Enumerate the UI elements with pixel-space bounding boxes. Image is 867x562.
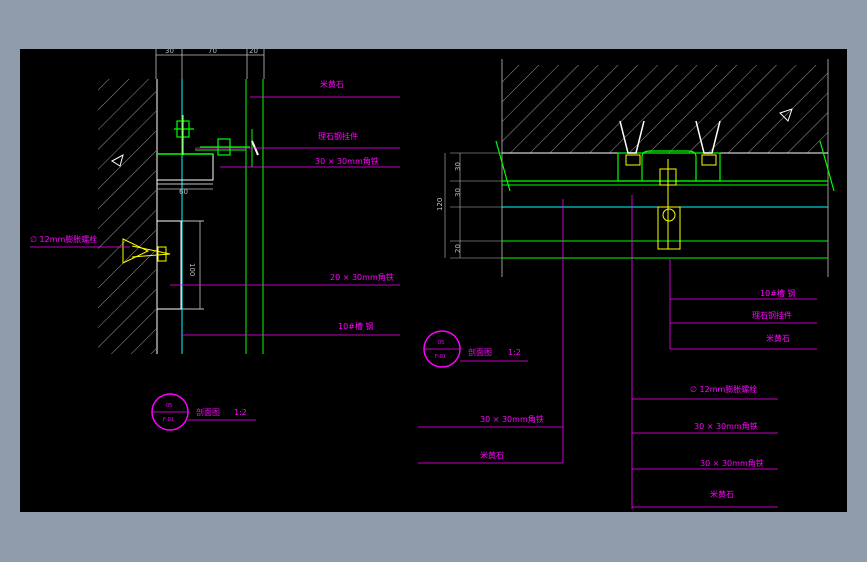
dim-70: 70: [208, 49, 217, 55]
svg-text:剖面图: 剖面图: [468, 347, 492, 357]
label-marble: 米黄石: [320, 79, 344, 89]
cad-drawing: 30 70 20 60 100: [30, 49, 835, 509]
svg-text:F-01: F-01: [163, 417, 174, 423]
dim-30: 30: [165, 49, 174, 55]
dim-r-30b: 30: [454, 188, 462, 197]
ceiling-arrow-icon: [779, 108, 793, 122]
section-marker-right: 05 F-01 剖面图 1:2: [423, 330, 528, 368]
label-r-angle-2: 30 × 30mm角铁: [700, 458, 764, 468]
right-section: 30 30 20 120 10#槽 钢 理石钢挂件 米黄石: [418, 59, 835, 509]
label-bolt: ∅ 12mm膨胀螺栓: [30, 234, 97, 244]
expansion-bolt-icon: [122, 238, 171, 264]
expansion-bolt-icon-2: [695, 120, 721, 154]
label-r-angle-left: 30 × 30mm角铁: [480, 414, 544, 424]
label-r-angle-1: 30 × 30mm角铁: [694, 421, 758, 431]
svg-text:05: 05: [438, 340, 444, 346]
dim-100: 100: [188, 263, 196, 276]
label-r-bolt: ∅ 12mm膨胀螺栓: [690, 384, 757, 394]
svg-text:05: 05: [166, 403, 172, 409]
dim-r-30a: 30: [454, 162, 462, 171]
label-r-steel-hanger: 理石钢挂件: [752, 310, 792, 320]
channel-assembly: [617, 120, 721, 250]
wall-hatch: [98, 79, 156, 354]
expansion-bolt-icon-1: [619, 120, 645, 154]
label-steel-hanger: 理石钢挂件: [318, 131, 358, 141]
dim-20: 20: [249, 49, 258, 55]
section-marker-left: 05 F-01 剖面图 1:2: [151, 393, 256, 431]
dim-r-120: 120: [436, 198, 444, 211]
label-angle-top: 30 × 30mm角铁: [315, 156, 379, 166]
svg-text:F-01: F-01: [435, 354, 446, 360]
angle-iron-top: [156, 153, 214, 181]
svg-text:1:2: 1:2: [234, 408, 247, 417]
left-section: 30 70 20 60 100: [30, 49, 400, 431]
label-r-marble: 米黄石: [766, 333, 790, 343]
label-angle-mid: 20 × 30mm角铁: [330, 272, 394, 282]
drawing-canvas: 30 70 20 60 100: [20, 49, 847, 512]
dim-r-20: 20: [454, 244, 462, 253]
svg-text:1:2: 1:2: [508, 348, 521, 357]
dim-60: 60: [179, 188, 188, 196]
ceiling-hatch: [502, 65, 828, 153]
label-r-channel: 10#槽 钢: [760, 288, 795, 298]
label-r-marble-left: 米黄石: [480, 450, 504, 460]
svg-text:剖面图: 剖面图: [196, 407, 220, 417]
wall-arrow-icon: [111, 153, 124, 167]
hanger-plate: [657, 206, 681, 250]
label-channel: 10#槽 钢: [338, 321, 373, 331]
angle-iron-mid: [156, 220, 182, 310]
label-r-marble-2: 米黄石: [710, 489, 734, 499]
